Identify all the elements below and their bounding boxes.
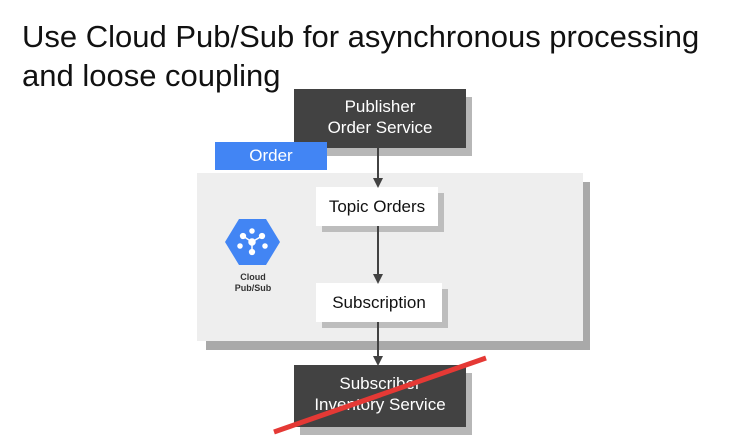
pubsub-product-label: Cloud Pub/Sub [225, 272, 281, 294]
publisher-role-label: Publisher [344, 97, 416, 116]
pubsub-label-line-1: Cloud [240, 272, 266, 282]
subscriber-strike-line [273, 355, 487, 435]
subscriber-service-label: Inventory Service [314, 395, 446, 414]
slide-title-line-2: and loose coupling [22, 58, 281, 93]
publisher-service-label: Order Service [327, 118, 433, 137]
pubsub-label-line-2: Pub/Sub [234, 283, 272, 293]
topic-box: Topic Orders [316, 187, 438, 226]
order-message-chip: Order [215, 142, 327, 170]
subscription-box: Subscription [316, 283, 442, 322]
slide-title-line-1: Use Cloud Pub/Sub for asynchronous proce… [22, 19, 700, 54]
publisher-box: Publisher Order Service [294, 89, 466, 148]
